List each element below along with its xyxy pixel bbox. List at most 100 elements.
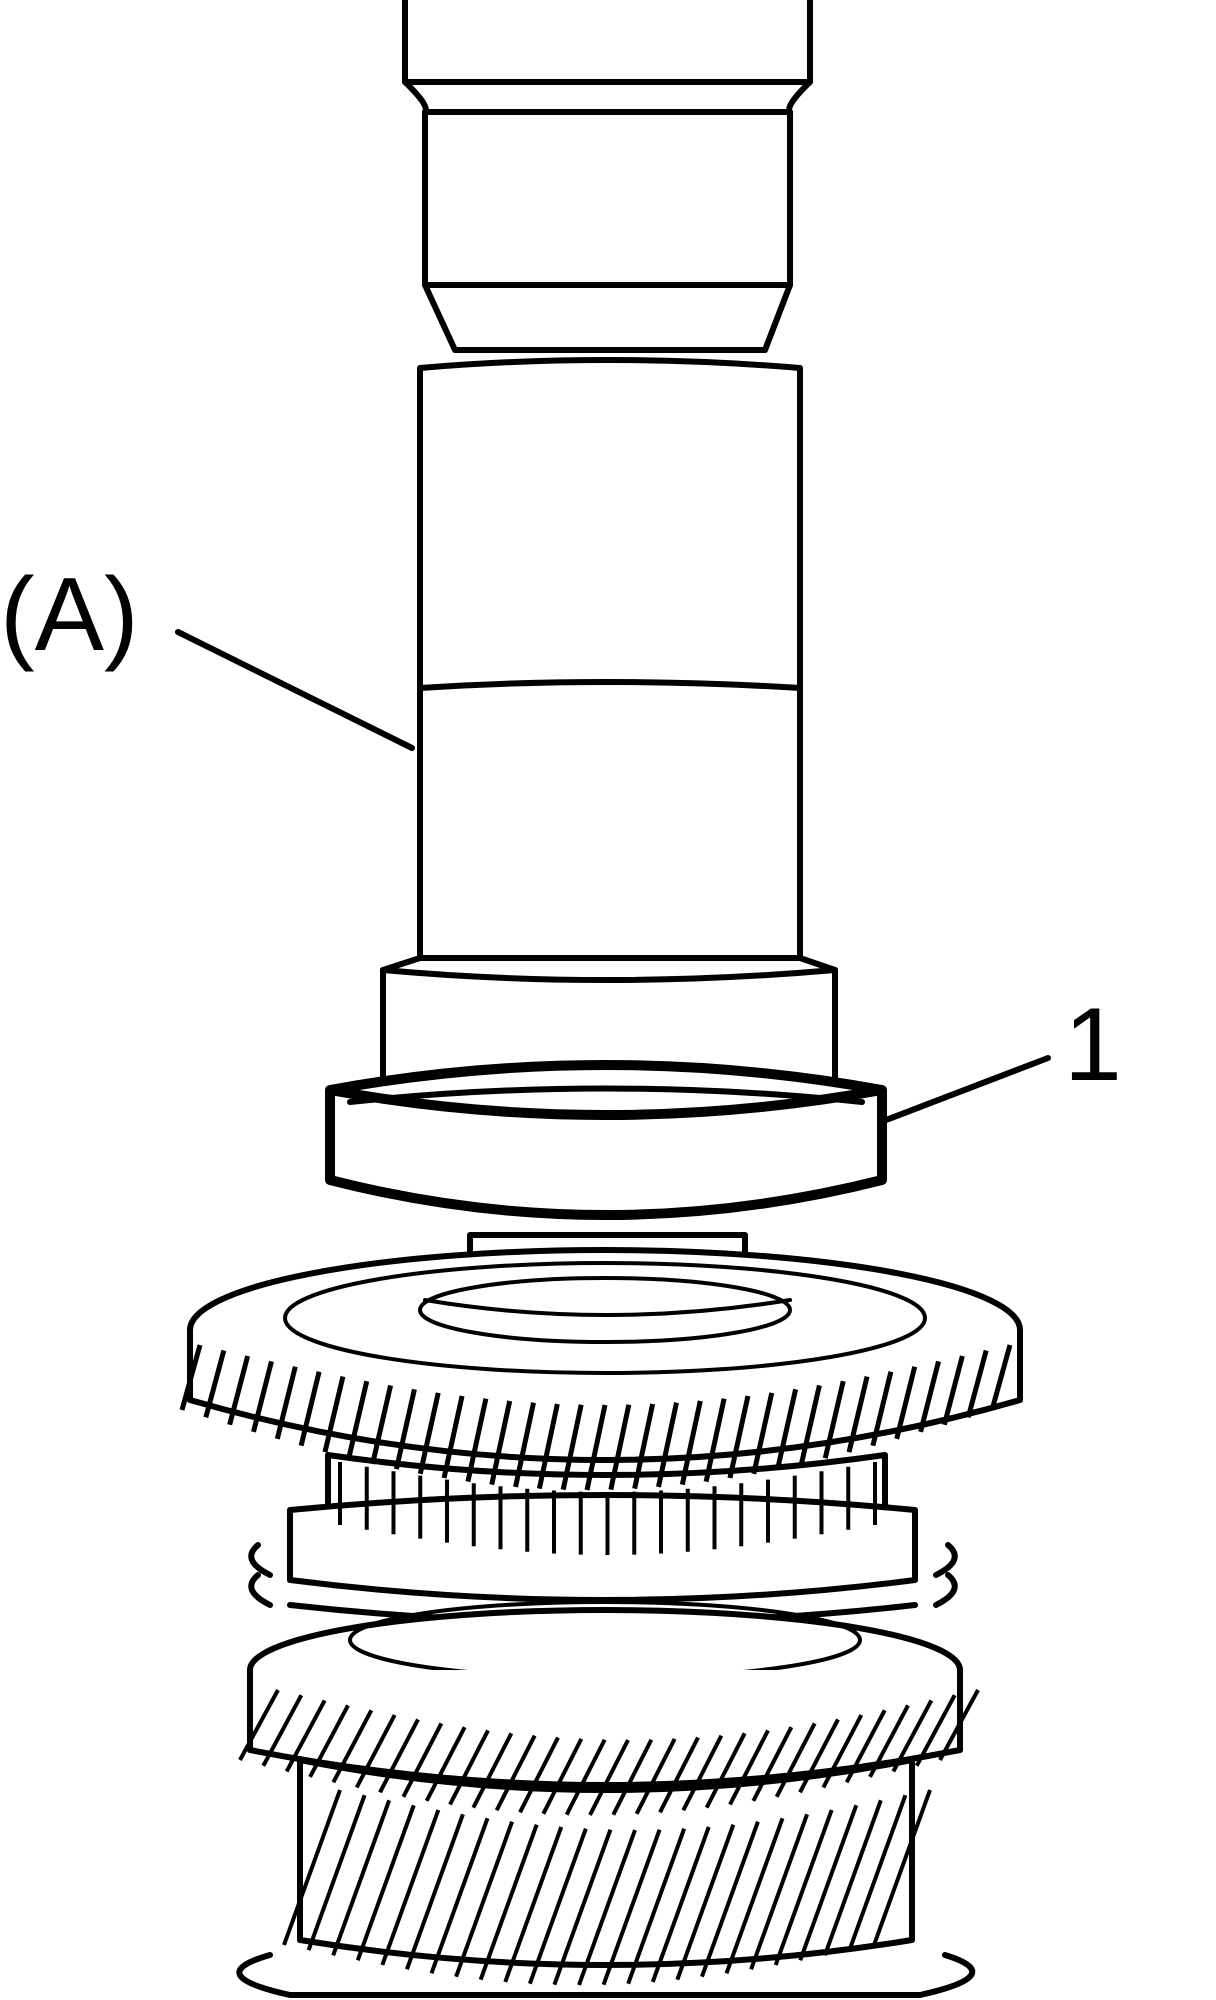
lower-gear-tooth <box>611 1738 654 1816</box>
lower-gear-tooth <box>355 1804 416 1961</box>
lower-gear-tooth <box>650 1826 711 1983</box>
lower-gear-tooth <box>728 1729 770 1806</box>
lower-gear-tooth <box>774 1722 817 1798</box>
upper-gear-tooth <box>941 1355 965 1426</box>
upper-gear-tooth <box>179 1344 203 1411</box>
lower-gear-tooth <box>401 1722 444 1798</box>
label-1: 1 <box>1064 987 1122 1103</box>
lower-gear-tooth <box>541 1738 584 1815</box>
upper-gear-tooth <box>346 1380 370 1459</box>
lower-gear-tooth <box>588 1739 630 1816</box>
upper-gear-tooth <box>251 1360 274 1433</box>
lower-gear-tooth <box>700 1821 760 1978</box>
lower-gear-tooth <box>282 1789 342 1946</box>
lower-gear-tooth <box>564 1738 607 1816</box>
upper-gear-tooth <box>441 1395 465 1479</box>
lower-gear-tooth <box>658 1736 700 1814</box>
upper-gear-tooth <box>846 1376 870 1453</box>
lower-gear-tooth <box>518 1736 560 1814</box>
lower-gear-tooth <box>284 1699 327 1773</box>
lower-gear-tooth <box>914 1694 957 1767</box>
upper-gear-tooth <box>608 1404 632 1491</box>
upper-gear-tooth <box>227 1355 251 1426</box>
upper-gear-tooth <box>632 1403 656 1490</box>
lower-gear-tooth <box>308 1704 350 1778</box>
lower-gear-tooth <box>378 1718 420 1794</box>
upper-gear-tooth <box>393 1388 417 1470</box>
lower-gear-tooth <box>306 1794 367 1951</box>
upper-gear-tooth <box>298 1371 322 1447</box>
upper-gear-tooth <box>513 1402 536 1488</box>
upper-gear-tooth <box>775 1388 799 1470</box>
callout-a: (A) <box>0 557 415 751</box>
part-1-ring <box>325 1060 887 1220</box>
upper-gear-tooth <box>370 1384 394 1465</box>
lower-gear-tooth <box>380 1809 441 1966</box>
lower-gear-tooth <box>847 1794 908 1951</box>
lower-gear-tooth <box>821 1714 864 1789</box>
label-a: (A) <box>0 557 139 673</box>
upper-gear-tooth <box>989 1344 1013 1411</box>
lower-gear-tooth <box>577 1829 637 1986</box>
upper-helical-gear <box>187 1247 1023 1463</box>
lower-gear-tooth <box>798 1804 859 1961</box>
lower-gear-tooth <box>681 1734 724 1812</box>
lower-gear-tooth <box>749 1813 809 1971</box>
upper-gear-tooth <box>489 1400 513 1486</box>
upper-gear-tooth <box>203 1349 227 1419</box>
upper-gear-tooth <box>703 1398 727 1483</box>
upper-gear-tooth <box>560 1404 584 1491</box>
lower-gear-tooth <box>354 1714 397 1789</box>
lower-gear-tooth <box>844 1709 887 1784</box>
upper-gear-tooth <box>656 1402 679 1488</box>
upper-gear-tooth <box>870 1371 894 1447</box>
upper-gear-tooth <box>274 1366 298 1440</box>
lower-gear-tooth <box>822 1799 883 1957</box>
upper-gear-tooth <box>679 1400 703 1486</box>
lower-gear-tooth <box>868 1704 910 1778</box>
lower-gear-tooth <box>798 1718 840 1794</box>
lower-gear-tooth <box>429 1817 490 1974</box>
upper-gear-tooth <box>918 1360 941 1433</box>
lower-gear-tooth <box>634 1738 677 1815</box>
upper-gear-tooth <box>584 1404 608 1491</box>
upper-gear-tooth <box>322 1376 346 1453</box>
lower-gear-tooth <box>405 1813 465 1971</box>
lower-gear-tooth <box>751 1726 794 1802</box>
lower-helical-gear <box>236 1600 976 1998</box>
lower-gear-tooth <box>424 1726 467 1802</box>
lower-gear-tooth <box>626 1827 687 1985</box>
upper-gear-tooth <box>798 1384 822 1465</box>
lower-gear-tooth <box>471 1732 514 1809</box>
upper-gear-tooth <box>822 1380 846 1459</box>
upper-gear-tooth <box>536 1403 560 1490</box>
upper-gear-tooth <box>894 1366 918 1440</box>
lower-gear-tooth <box>601 1828 662 1986</box>
lower-gear-tooth <box>724 1817 785 1974</box>
lower-gear-tooth <box>938 1689 980 1761</box>
lower-gear-tooth <box>675 1823 736 1981</box>
lower-gear-tooth <box>503 1826 564 1983</box>
lower-gear-tooth <box>527 1827 588 1985</box>
upper-gear-tooth <box>727 1395 751 1479</box>
lower-gear-tooth <box>773 1809 834 1966</box>
lower-gear-tooth <box>331 1709 374 1784</box>
upper-gear-tooth <box>417 1392 441 1475</box>
lower-gear-tooth <box>261 1694 304 1767</box>
lower-gear-tooth <box>448 1729 490 1806</box>
lower-gear-tooth <box>872 1789 932 1946</box>
special-tool-a <box>380 0 838 1088</box>
lower-gear-tooth <box>478 1823 539 1981</box>
upper-gear-tooth <box>965 1349 989 1419</box>
gear-teeth <box>179 1344 1013 1986</box>
callout-1: 1 <box>883 987 1122 1123</box>
lower-gear-tooth <box>552 1828 613 1986</box>
leader-line-a <box>175 629 415 751</box>
lower-gear-tooth <box>891 1699 934 1773</box>
lower-gear-tooth <box>238 1689 280 1761</box>
upper-gear-tooth <box>465 1398 489 1483</box>
upper-gear-tooth <box>751 1392 775 1475</box>
lower-gear-tooth <box>331 1799 392 1957</box>
lower-gear-tooth <box>454 1821 514 1978</box>
